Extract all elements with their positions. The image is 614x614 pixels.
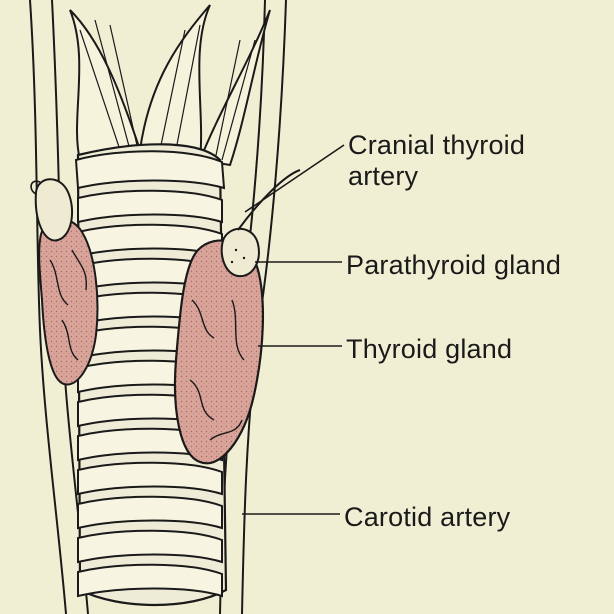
left-thyroid-lobe (38, 217, 99, 386)
label-cranial-thyroid-artery: Cranial thyroid artery (348, 130, 525, 192)
right-parathyroid-gland (220, 228, 260, 278)
leader-lines (242, 144, 345, 515)
neck-muscles (69, 4, 271, 167)
label-thyroid-gland: Thyroid gland (346, 334, 513, 364)
label-cranial-thyroid-artery-line2: artery (348, 161, 419, 191)
label-parathyroid-gland: Parathyroid gland (346, 250, 562, 280)
label-carotid-artery: Carotid artery (344, 502, 511, 532)
right-thyroid-lobe (173, 239, 265, 465)
label-cranial-thyroid-artery-line1: Cranial thyroid (348, 130, 526, 160)
cranial-thyroid-artery-vessel (237, 169, 301, 231)
leader-line-cranial-thyroid-artery (244, 144, 345, 213)
left-parathyroid-gland (30, 178, 74, 242)
trachea (74, 143, 228, 607)
